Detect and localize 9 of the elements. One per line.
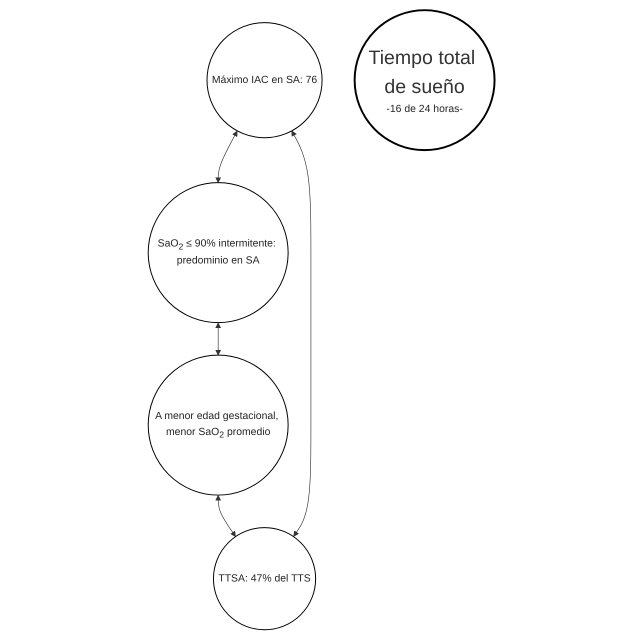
- node-circle: Tiempo total de sueño -16 de 24 horas-: [353, 9, 496, 152]
- arrow: [214, 495, 236, 537]
- node-circle: TTSA: 47% del TTS: [212, 527, 316, 630]
- arrow: [214, 322, 221, 356]
- node-circle: A menor edad gestacional, menor SaO$_{2}$ promedio: [147, 354, 288, 496]
- node-circle: SaO$_{2}$ ≤ 90% intermitente: predominio en SA: [147, 182, 288, 324]
- arrow: [291, 130, 311, 537]
- arrow: [214, 130, 238, 183]
- node-circle: Máximo IAC en SA: 76: [206, 22, 322, 138]
